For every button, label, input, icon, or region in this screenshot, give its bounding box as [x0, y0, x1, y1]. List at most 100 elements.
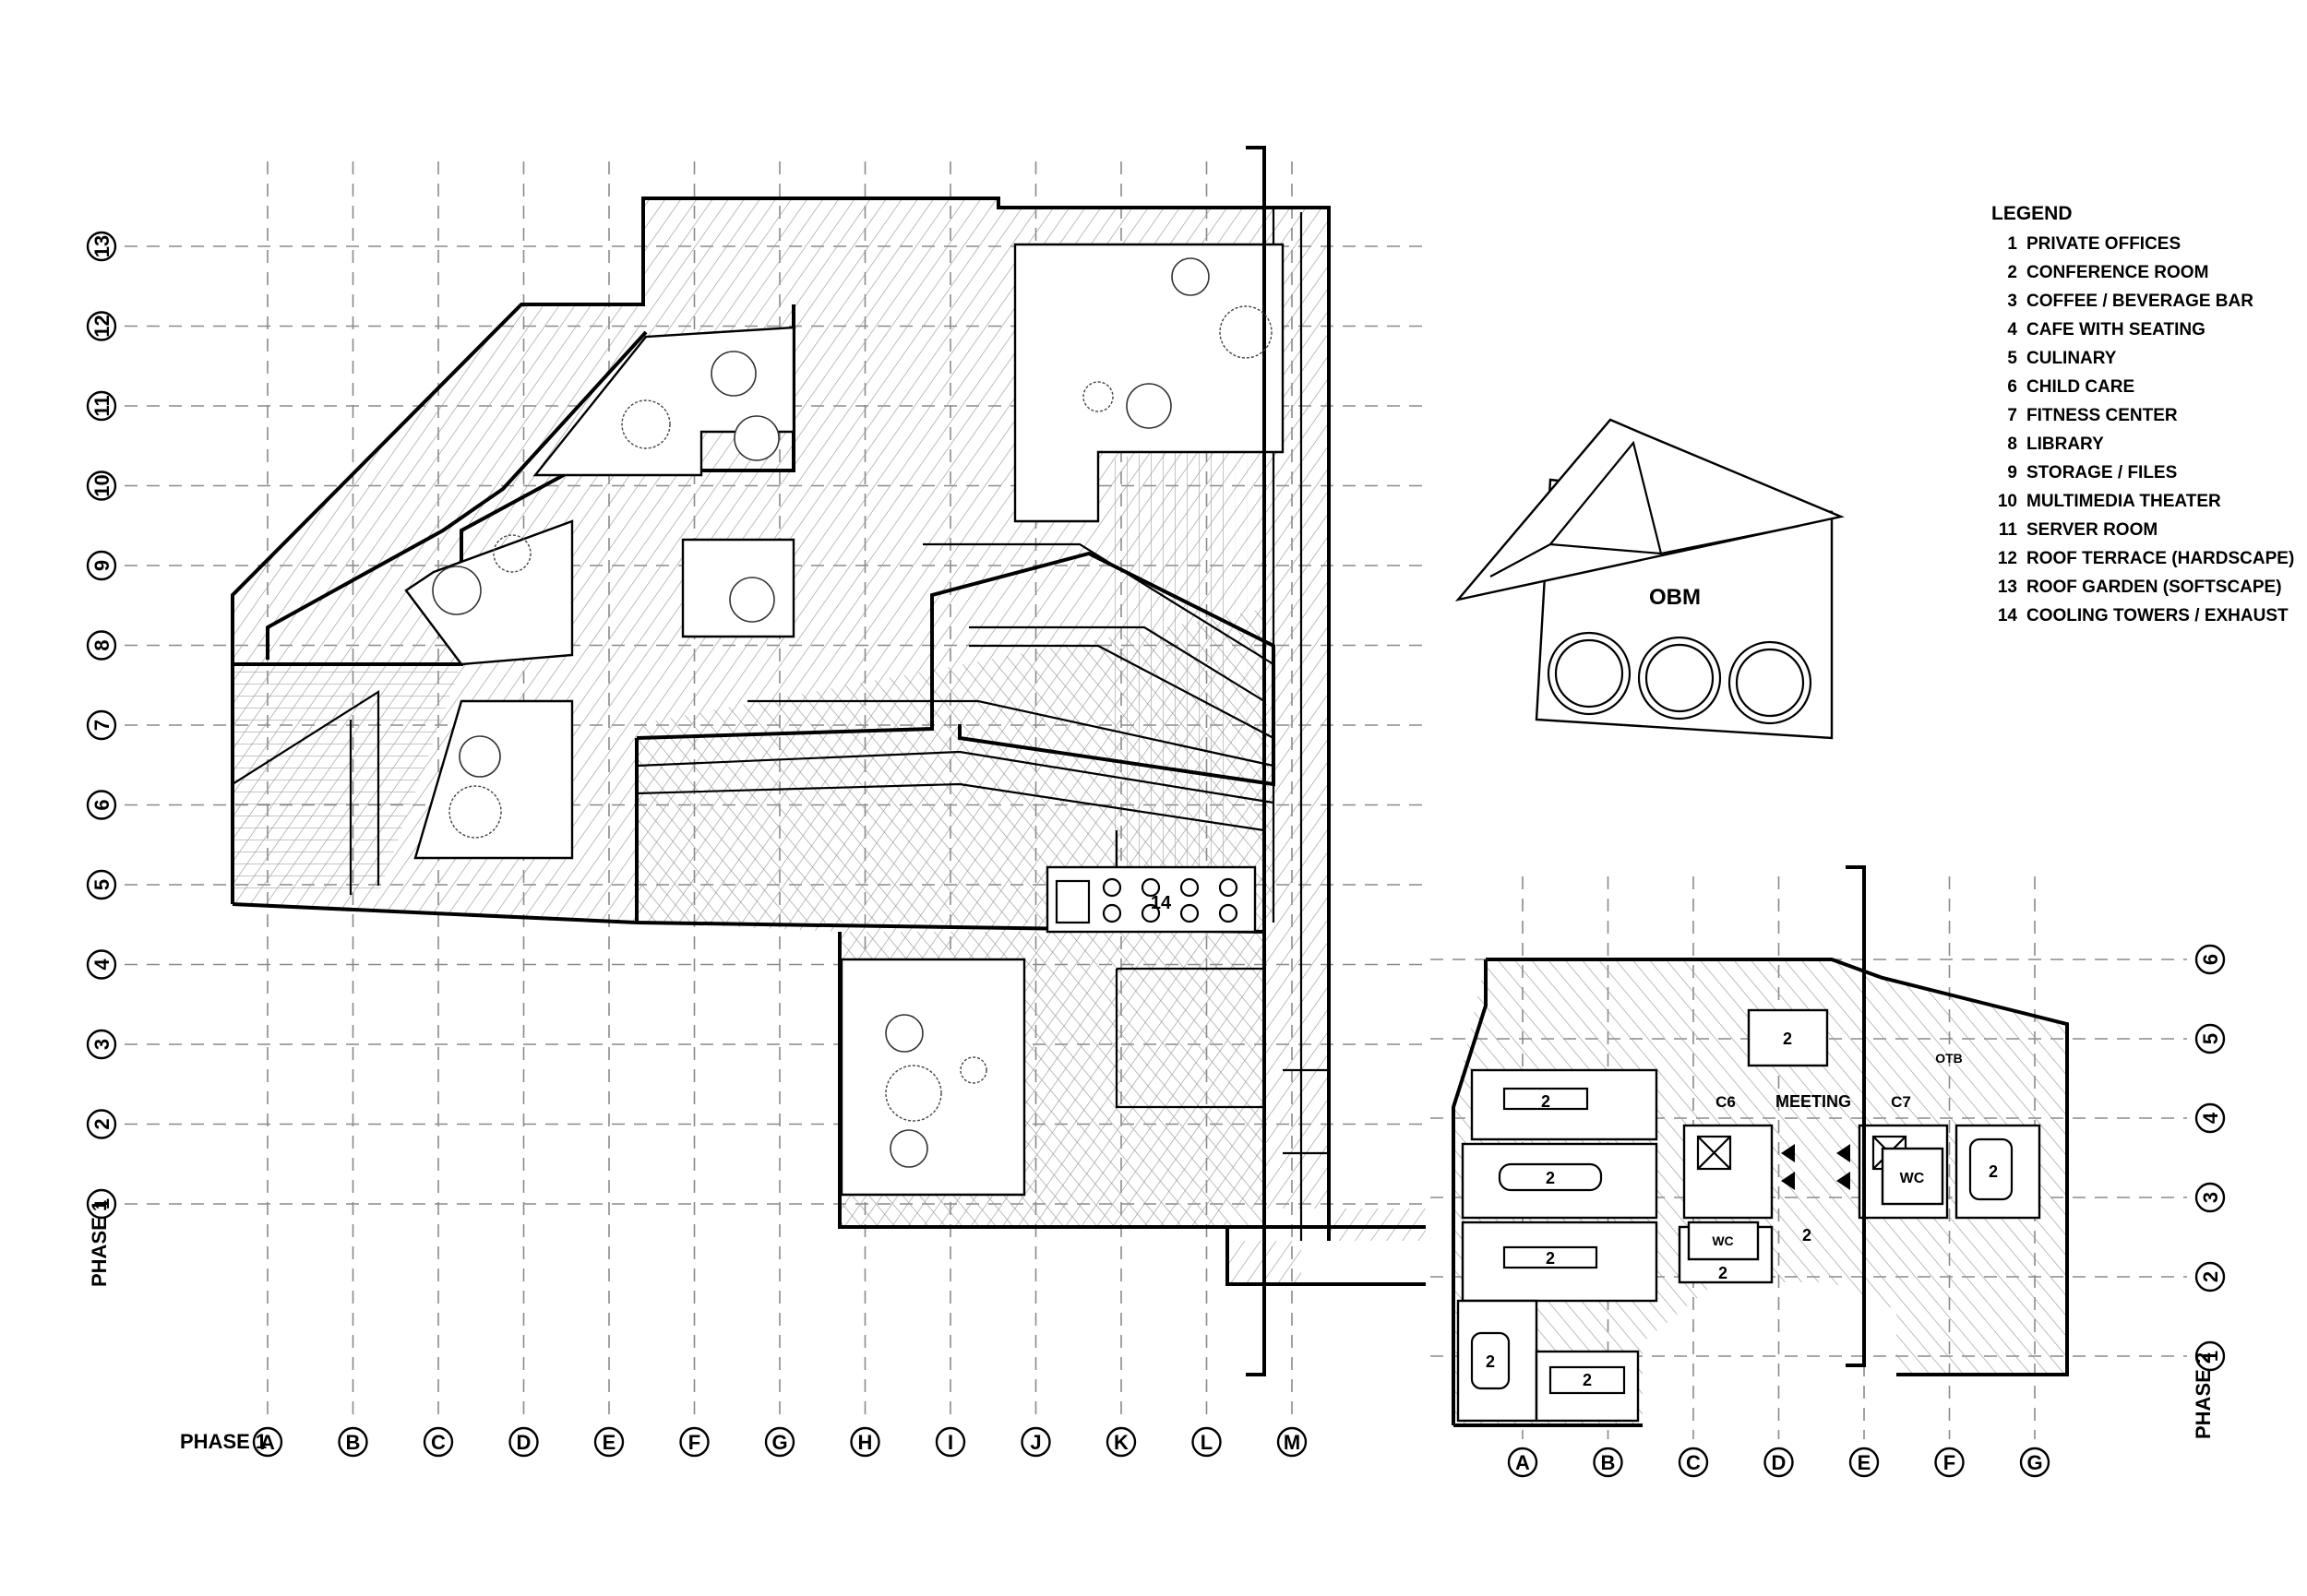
- phase2-row-bubble-6-label: 6: [2199, 954, 2222, 965]
- tree-icon: [890, 1129, 928, 1168]
- phase2-column-bubble-B: B: [1593, 1447, 1623, 1478]
- phase2-column-bubble-D-label: D: [1772, 1451, 1787, 1474]
- phase2-column-bubble-F-label: F: [1943, 1451, 1955, 1474]
- phase2-row-bubble-1: 1: [2194, 1340, 2226, 1372]
- legend-item-text: CULINARY: [2026, 349, 2117, 368]
- phase1-column-bubble-G-circle: [764, 1426, 795, 1458]
- phase1-column-bubble-M: M: [1276, 1426, 1308, 1458]
- phase2-plan: WC WC C6 C7 MEETING OTB 2 2 2 2 2 2 2 2 …: [1452, 865, 2069, 1427]
- phase1-column-bubble-A: A: [252, 1426, 283, 1458]
- phase1-inner-wall-b: [233, 304, 795, 666]
- phase2-conference-1: [1470, 1068, 1658, 1141]
- phase1-column-bubble-E-label: E: [603, 1431, 616, 1454]
- phase1-row-bubble-13: 13: [86, 231, 117, 262]
- legend-item: 13 ROOF GARDEN (SOFTSCAPE): [1998, 578, 2282, 597]
- phase1-inner-wall-c: [266, 330, 648, 660]
- phase2-row-bubble-5: 5: [2194, 1023, 2226, 1054]
- phase1-row-bubble-3-circle: [86, 1029, 117, 1060]
- shrub-icon: [885, 1065, 942, 1122]
- phase1-row-bubble-7-circle: [86, 709, 117, 741]
- legend-item-number: 6: [2007, 377, 2017, 397]
- phase2-row-bubble-2-label: 2: [2199, 1271, 2222, 1282]
- phase2-outer-wall: [1486, 958, 2069, 1376]
- arrow-icon: [1781, 1144, 1795, 1162]
- phase2-row-bubble-5-label: 5: [2199, 1033, 2222, 1044]
- phase2-column-bubble-D-circle: [1763, 1447, 1794, 1478]
- phase2-row-bubble-4-label: 4: [2199, 1112, 2222, 1124]
- conference-table: [1470, 1331, 1511, 1390]
- obm-block: OBM: [1454, 418, 1845, 740]
- exhaust-fan: [1218, 877, 1238, 898]
- shrub-icon: [960, 1056, 987, 1084]
- phase1-column-bubble-A-label: A: [260, 1431, 275, 1454]
- phase2-row-bubble-3-circle: [2194, 1182, 2226, 1213]
- phase1-row-bubble-4-circle: [86, 949, 117, 980]
- phase1-column-bubble-L-circle: [1191, 1426, 1222, 1458]
- phase1-label: PHASE 1: [180, 1430, 267, 1453]
- phase1-column-bubble-M-label: M: [1284, 1431, 1300, 1454]
- legend-item-number: 4: [2007, 320, 2017, 339]
- tree-icon: [734, 415, 780, 461]
- phase1-floor-hatch-d: [1107, 424, 1273, 923]
- shrub-icon: [493, 534, 532, 573]
- phase2-column-bubble-C-circle: [1678, 1447, 1709, 1478]
- wc-label: WC: [1900, 1171, 1925, 1186]
- conference-table: [1502, 1087, 1589, 1111]
- phase1-column-bubble-M-circle: [1276, 1426, 1308, 1458]
- phase2-column-bubble-B-label: B: [1601, 1451, 1616, 1474]
- phase1-column-bubble-I-circle: [935, 1426, 966, 1458]
- legend-title: LEGEND: [1991, 203, 2073, 224]
- phase2-row-bubble-6-circle: [2194, 944, 2226, 975]
- legend-item: 10 MULTIMEDIA THEATER: [1998, 492, 2221, 511]
- phase2-conference-7: [1747, 1008, 1829, 1067]
- phase1-row-bubble-6: 6: [86, 790, 117, 820]
- room-number: 2: [1541, 1092, 1550, 1111]
- phase2-conference-4: [1456, 1299, 1538, 1423]
- obm-tank: [1727, 640, 1812, 725]
- phase1-column-bubble-K: K: [1106, 1426, 1137, 1458]
- obm-tank: [1547, 631, 1632, 716]
- phase2-conference-5: [1535, 1350, 1640, 1423]
- legend-item-text: ROOF GARDEN (SOFTSCAPE): [2026, 578, 2282, 597]
- phase1-row-bubble-10: 10: [86, 470, 117, 501]
- phase2-side-label: PHASE 2: [2192, 1352, 2215, 1439]
- legend-item-number: 10: [1998, 492, 2017, 511]
- phase1-row-bubble-3-label: 3: [90, 1039, 114, 1050]
- phase2-west-wall: [1452, 959, 1488, 1425]
- phase2-conference-3: [1461, 1221, 1658, 1303]
- legend-item-text: MULTIMEDIA THEATER: [2026, 492, 2221, 511]
- exhaust-fan: [1102, 903, 1122, 923]
- phase2-row-bubble-6: 6: [2194, 944, 2226, 975]
- phase1-row-bubble-10-circle: [86, 470, 117, 501]
- exhaust-fan: [1179, 903, 1200, 923]
- phase1-row-bubble-9: 9: [86, 550, 117, 581]
- obm-roof-line: [1489, 524, 1800, 578]
- phase2-column-bubble-C-label: C: [1686, 1451, 1701, 1474]
- phase1-plan: 14: [231, 146, 1426, 1376]
- legend-item-text: FITNESS CENTER: [2026, 406, 2178, 425]
- phase1-column-bubble-A-circle: [252, 1426, 283, 1458]
- phase2-column-bubble-A-circle: [1507, 1447, 1538, 1478]
- phase1-row-bubble-9-label: 9: [90, 560, 114, 571]
- phase1-row-bubble-2-circle: [86, 1109, 117, 1139]
- obm-tank-inner: [1644, 643, 1715, 713]
- phase1-row-bubble-13-label: 13: [90, 235, 114, 257]
- phase1-row-bubble-2-label: 2: [90, 1118, 114, 1129]
- phase1-planter-5: [413, 699, 574, 860]
- phase1-row-bubble-1-circle: [86, 1188, 117, 1220]
- legend-item-text: SERVER ROOM: [2026, 520, 2158, 540]
- phase1-column-bubble-C-circle: [423, 1426, 454, 1458]
- phase1-ramp-line-6: [969, 625, 1265, 702]
- arrow-icon: [1836, 1144, 1850, 1162]
- legend-item-number: 13: [1998, 578, 2017, 597]
